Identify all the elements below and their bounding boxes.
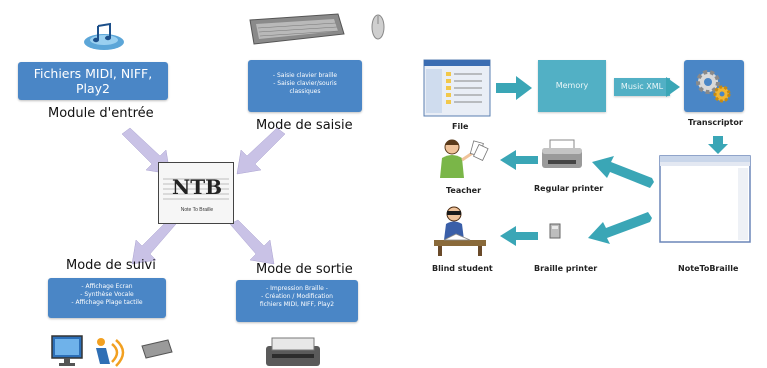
ntb-logo: NTB Note To Braille	[158, 162, 234, 224]
music-xml-box: Music XML	[614, 78, 670, 96]
speech-synthesis-icon	[96, 338, 125, 367]
input-files-box: Fichiers MIDI, NIFF, Play2	[18, 62, 168, 100]
ntb-logo-subtitle: Note To Braille	[180, 207, 214, 213]
suivi-box: - Affichage Ecran - Synthèse Vocale - Af…	[48, 278, 166, 318]
input-files-text: Fichiers MIDI, NIFF, Play2	[33, 66, 153, 96]
gears-icon	[696, 70, 731, 103]
saisie-line-3: classiques	[289, 88, 321, 95]
staff-lines	[163, 178, 229, 200]
file-label: File	[452, 122, 469, 131]
music-xml-text: Music XML	[620, 82, 664, 91]
sortie-line-1: - Impression Braille -	[266, 285, 328, 292]
printer-icon	[266, 337, 320, 366]
suivi-line-1: - Affichage Ecran	[81, 283, 133, 290]
sortie-box: - Impression Braille - - Création / Modi…	[236, 280, 358, 322]
arrow-app-to-braille-printer	[588, 212, 652, 244]
regular-printer-label: Regular printer	[534, 184, 604, 193]
saisie-line-1: - Saisie clavier braille	[272, 72, 338, 79]
transcriptor-label: Transcriptor	[688, 118, 743, 127]
arrow-printer-to-teacher	[500, 150, 538, 170]
arrow-app-to-regular-printer	[592, 156, 654, 188]
sortie-line-3: fichiers MIDI, NIFF, Play2	[259, 301, 335, 308]
transcriptor-box	[684, 60, 744, 112]
arrow-saisie-to-center	[236, 127, 286, 175]
app-window-icon	[659, 155, 751, 243]
memory-box: Memory	[538, 60, 606, 112]
arrow-printer-to-student	[500, 226, 538, 246]
keyboard-icon	[249, 13, 345, 45]
arrow-center-to-suivi	[131, 219, 177, 265]
sortie-line-2: - Création / Modification	[261, 293, 333, 300]
arrow-file-to-memory	[496, 76, 532, 100]
suivi-line-2: - Synthèse Vocale	[80, 291, 134, 298]
mouse-icon	[371, 14, 385, 40]
sortie-mode-label: Mode de sortie	[256, 262, 353, 277]
suivi-line-3: - Affichage Plage tactile	[71, 299, 143, 306]
braille-display-icon	[141, 339, 173, 359]
arrow-musicxml-to-transcriptor	[666, 77, 680, 97]
notetobraille-label: NoteToBraille	[678, 264, 739, 273]
saisie-line-2: - Saisie clavier/souris	[273, 80, 337, 87]
braille-printer-label: Braille printer	[534, 264, 598, 273]
arrow-transcriptor-to-app	[708, 136, 728, 154]
braille-printer-icon	[549, 223, 561, 239]
suivi-mode-label: Mode de suivi	[66, 258, 156, 273]
input-module-label: Module d'entrée	[48, 106, 154, 121]
blind-student-label: Blind student	[432, 264, 493, 273]
ntb-logo-title: NTB	[171, 175, 223, 199]
saisie-mode-label: Mode de saisie	[256, 118, 353, 133]
regular-printer-icon	[542, 139, 582, 168]
arrow-center-to-sortie	[229, 219, 275, 265]
monitor-icon	[51, 335, 83, 366]
music-icon	[84, 22, 124, 50]
teacher-label: Teacher	[446, 186, 482, 195]
blind-student-icon	[434, 206, 486, 256]
saisie-box: - Saisie clavier braille - Saisie clavie…	[248, 60, 362, 112]
file-window-icon	[423, 59, 491, 117]
memory-text: Memory	[555, 81, 589, 90]
teacher-icon	[440, 139, 489, 178]
